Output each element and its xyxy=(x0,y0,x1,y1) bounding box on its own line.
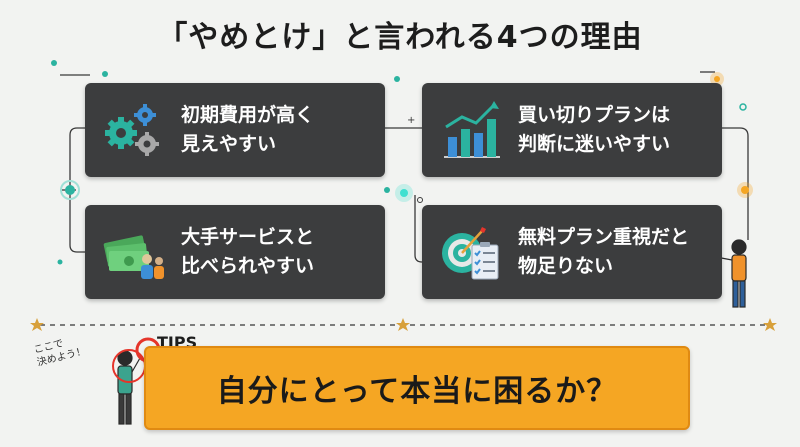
gears-icon xyxy=(105,104,159,156)
reason-text: 買い切りプランは 判断に迷いやすい xyxy=(518,104,671,155)
bar-chart-trend-icon xyxy=(444,101,500,158)
reason-card-initial-cost: 初期費用が高く 見えやすい xyxy=(85,83,385,177)
money-people-icon xyxy=(103,235,164,279)
reason-text: 初期費用が高く 見えやすい xyxy=(181,104,315,155)
thinking-figure xyxy=(117,350,141,425)
reason-text: 大手サービスと 比べられやすい xyxy=(181,226,315,277)
target-checklist-icon xyxy=(442,227,499,280)
page-title: 「やめとけ」と言われる4つの理由 xyxy=(157,20,643,55)
svg-text:+: + xyxy=(407,115,415,126)
reason-card-big-competitors: 大手サービスと 比べられやすい xyxy=(85,205,385,299)
reason-text: 無料プラン重視だと 物足りない xyxy=(518,226,690,277)
presenter-figure xyxy=(715,239,747,308)
tips-message: 自分にとって本当に困るか？ xyxy=(216,374,618,409)
tips-banner: 自分にとって本当に困るか？ xyxy=(144,346,690,430)
reason-card-one-time-plan: 買い切りプランは 判断に迷いやすい xyxy=(422,83,722,177)
reason-card-free-plan: 無料プラン重視だと 物足りない xyxy=(422,205,722,299)
